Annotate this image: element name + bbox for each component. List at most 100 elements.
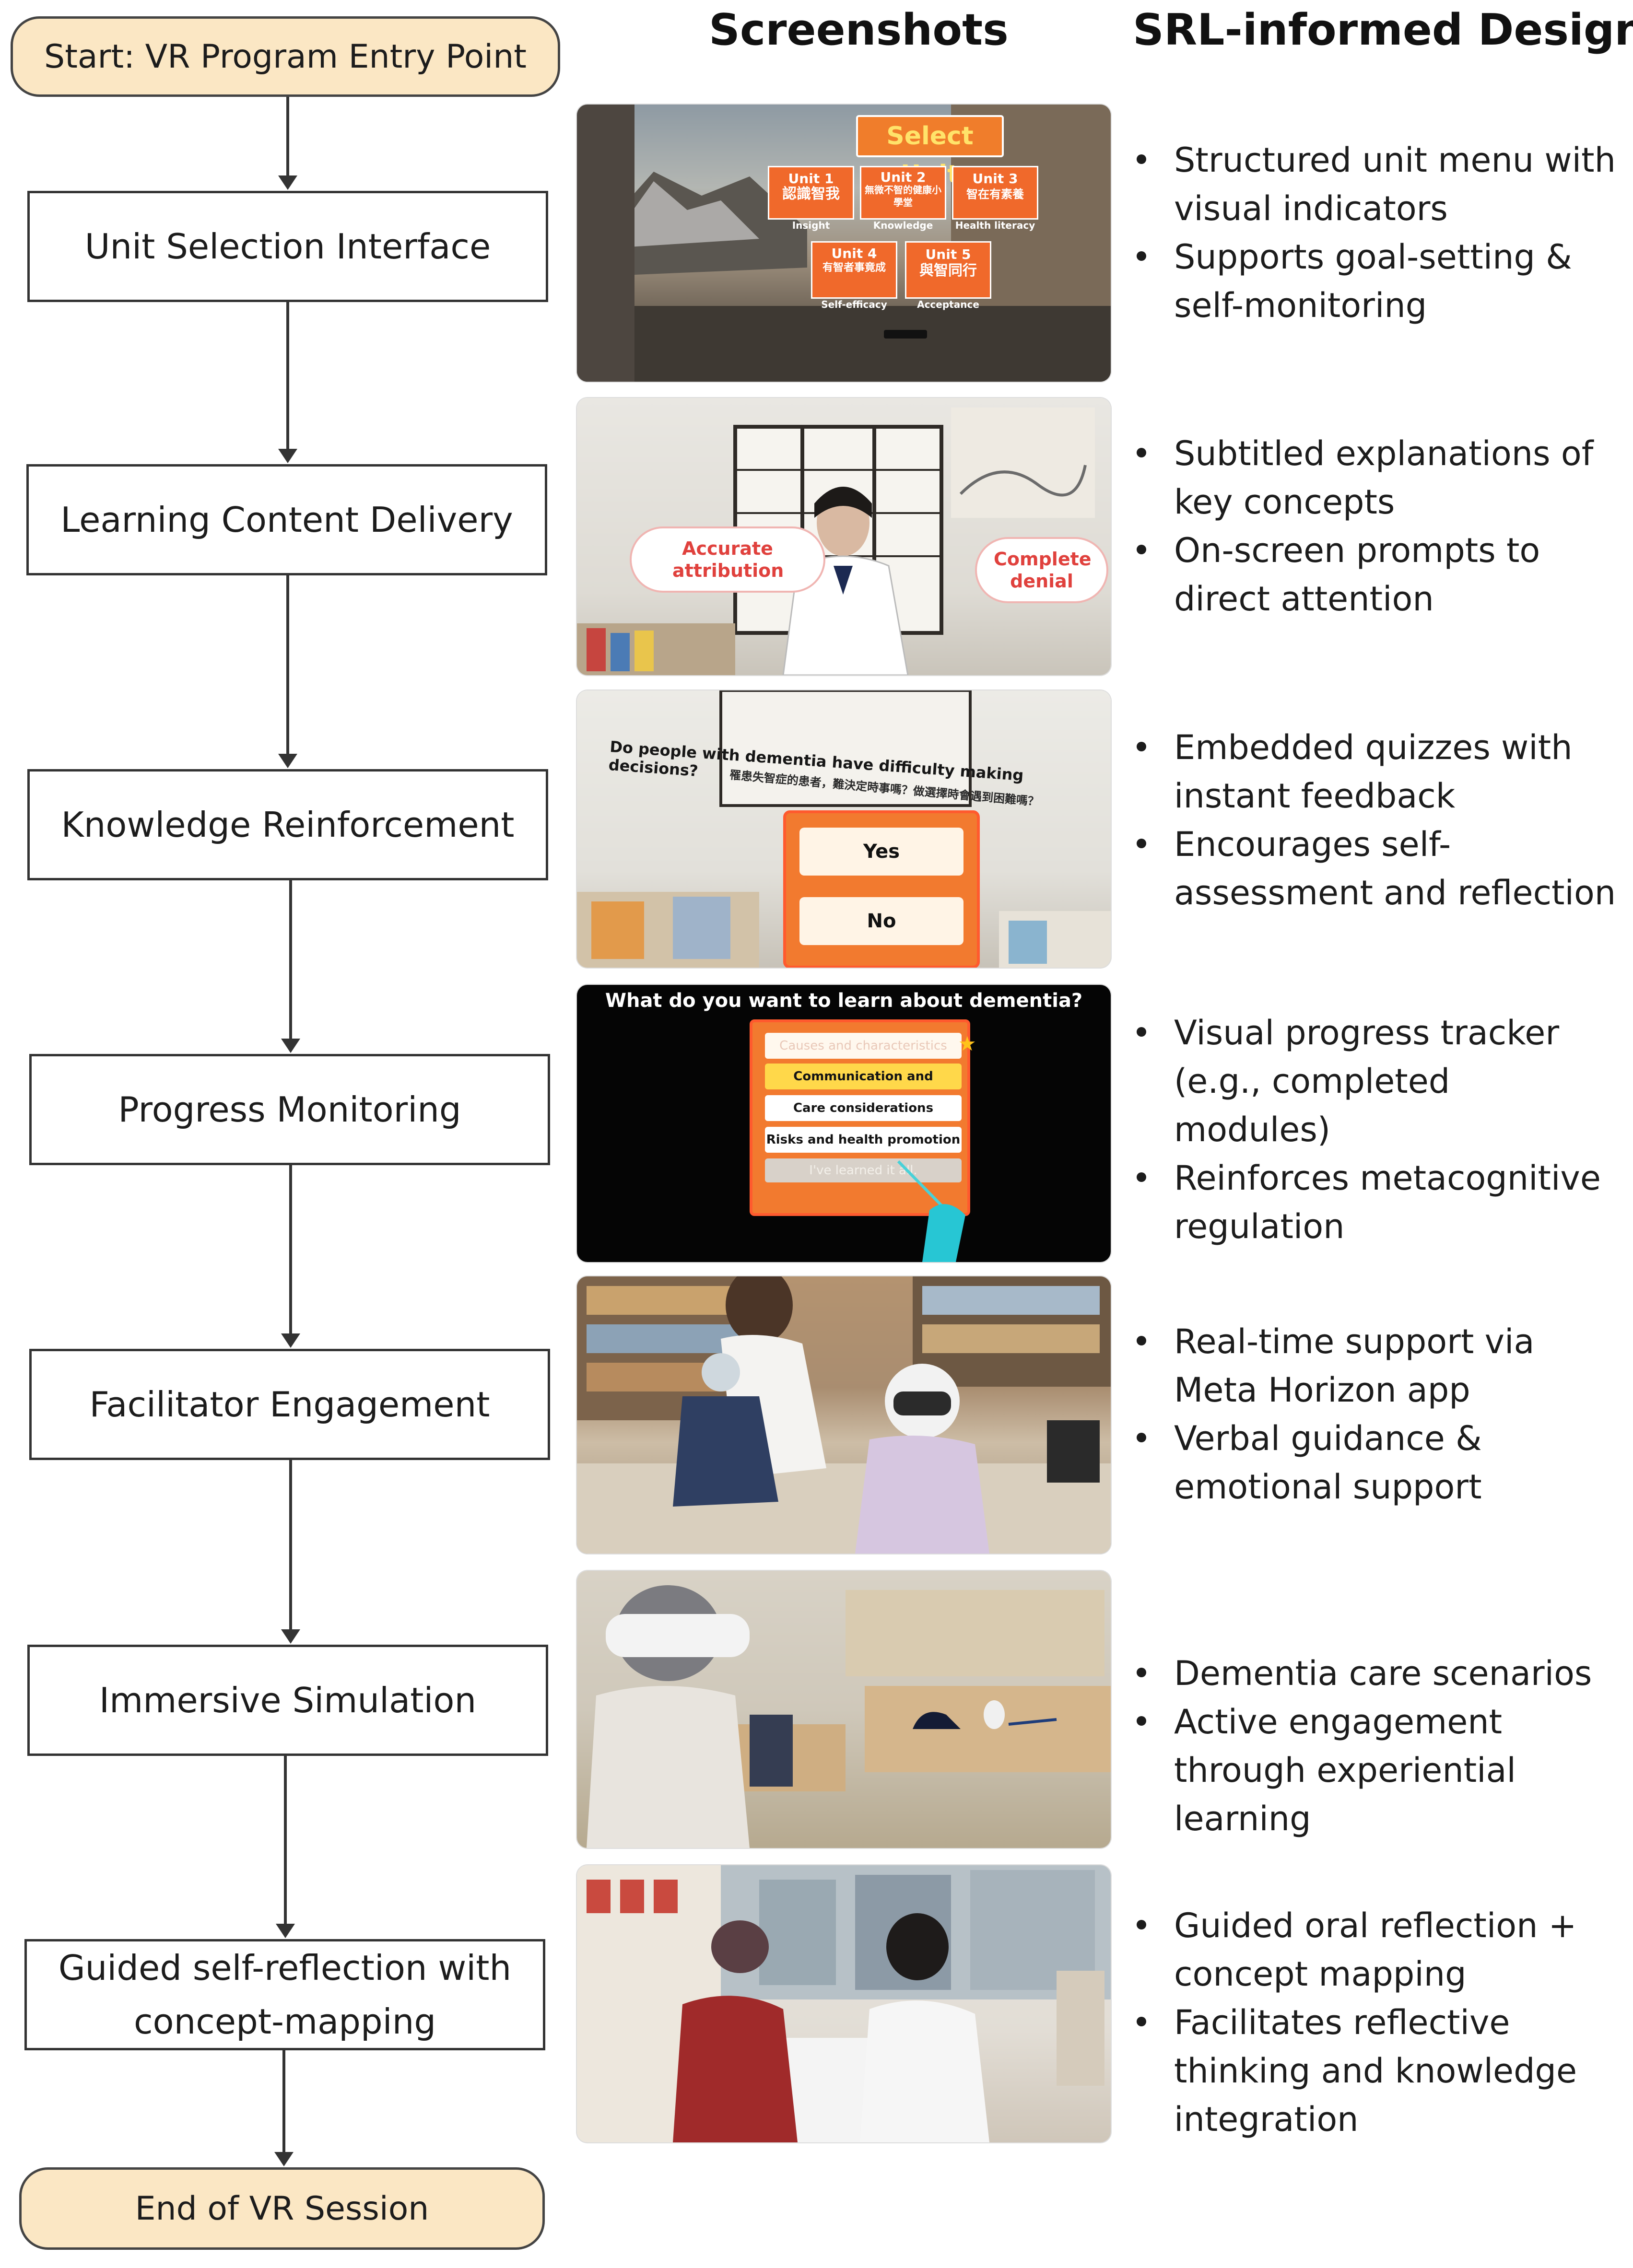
design-bullet: Reinforces metacognitive regulation [1137,1154,1616,1251]
design-bullet: Dementia care scenarios [1137,1649,1616,1698]
step-facilitator-engagement: Facilitator Engagement [29,1349,550,1460]
progress-question: What do you want to learn about dementia… [605,990,1083,1012]
unit-caption: Knowledge [873,220,933,231]
unit-zh: 認識智我 [782,186,840,202]
arrow-head-icon [281,1039,300,1053]
design-bullet: Structured unit menu with visual indicat… [1137,136,1616,233]
unit-tile: Unit 3 智在有素養 [952,166,1038,220]
progress-item[interactable]: Risks and health promotion [765,1127,962,1153]
unit-label: Unit 4 [831,246,877,261]
design-bullet: Subtitled explanations of key concepts [1137,430,1616,526]
step-immersive-simulation: Immersive Simulation [27,1645,548,1756]
controller-pointer [884,330,927,339]
step-label: Learning Content Delivery [60,500,513,540]
design-bullet: Embedded quizzes with instant feedback [1137,724,1616,820]
design-list-reflection: Guided oral reflection + concept mapping… [1137,1902,1616,2144]
step-label: Unit Selection Interface [84,226,491,267]
unit-zh: 與智同行 [919,262,977,279]
step-progress-monitoring: Progress Monitoring [29,1054,550,1165]
screenshot-facilitator-photo [577,1276,1111,1554]
unit-caption: Acceptance [917,299,979,310]
bubble-left-label: Accurate attribution [672,538,784,581]
design-bullet: Visual progress tracker (e.g., completed… [1137,1009,1616,1154]
simulation-scene [587,1585,1111,1848]
design-bullet: Facilitates reflective thinking and know… [1137,1999,1616,2144]
design-bullet: Encourages self-assessment and reflectio… [1137,820,1616,917]
design-header: SRL-informed Design [1133,5,1633,55]
start-node-label: Start: VR Program Entry Point [44,37,527,76]
step-label: Facilitator Engagement [89,1384,490,1425]
design-bullet: Active engagement through experiential l… [1137,1698,1616,1843]
quiz-room-scene [577,690,1111,968]
unit-zh: 智在有素養 [966,187,1024,201]
progress-item-done-all[interactable]: I've learned it all. [765,1158,962,1182]
unit-tile: Unit 5 與智同行 [905,241,991,299]
vr-controller-icon [897,1160,965,1262]
unit-tile: Unit 4 有智者事竟成 [811,241,897,299]
arrow-head-icon [278,449,297,463]
design-list-learning-content: Subtitled explanations of key concepts O… [1137,430,1616,623]
start-node: Start: VR Program Entry Point [11,16,560,97]
unit-caption: Insight [792,220,830,231]
step-label: Progress Monitoring [118,1089,461,1130]
step-label: Guided self-reflection with concept-mapp… [58,1948,512,2042]
unit-label: Unit 5 [925,246,971,262]
screenshot-learning-content: Accurate attribution Complete denial [577,398,1111,675]
select-unit-banner: Select Unit [856,115,1004,189]
step-knowledge-reinforcement: Knowledge Reinforcement [27,769,548,880]
design-bullet: Supports goal-setting & self-monitoring [1137,233,1616,330]
flow-arrow [286,97,289,176]
unit-caption: Self-efficacy [821,299,887,310]
progress-item[interactable]: Care considerations [765,1095,962,1121]
flow-arrow [286,575,289,755]
unit-tile: Unit 1 認識智我 [768,166,854,220]
flow-arrow [289,1460,292,1630]
unit-label: Unit 3 [972,171,1018,187]
unit-zh: 無微不智的健康小學堂 [865,184,941,208]
step-guided-reflection: Guided self-reflection with concept-mapp… [24,1939,545,2050]
screenshot-progress: What do you want to learn about dementia… [577,985,1111,1262]
screenshot-quiz: Do people with dementia have difficulty … [577,690,1111,968]
flow-arrow [289,1165,292,1334]
step-learning-content: Learning Content Delivery [26,464,547,575]
step-unit-selection: Unit Selection Interface [27,191,548,302]
design-list-progress: Visual progress tracker (e.g., completed… [1137,1009,1616,1251]
unit-caption: Health literacy [955,220,1035,231]
design-list-knowledge: Embedded quizzes with instant feedback E… [1137,724,1616,917]
design-list-facilitator: Real-time support via Meta Horizon app V… [1137,1318,1616,1511]
screenshots-header: Screenshots [709,5,1009,55]
bubble-right-label: Complete denial [994,549,1092,592]
star-icon: ★ [958,1032,976,1055]
arrow-head-icon [274,2152,294,2166]
quiz-option-yes[interactable]: Yes [799,828,963,876]
quiz-option-no[interactable]: No [799,897,963,945]
bubble-complete-denial: Complete denial [975,537,1108,603]
arrow-head-icon [278,175,297,190]
facilitator-scene [577,1276,1111,1554]
design-bullet: Real-time support via Meta Horizon app [1137,1318,1616,1415]
design-bullet: Guided oral reflection + concept mapping [1137,1902,1616,1999]
end-node-label: End of VR Session [135,2189,429,2228]
design-bullet: Verbal guidance & emotional support [1137,1415,1616,1511]
flow-arrow [282,2050,285,2153]
design-bullet: On-screen prompts to direct attention [1137,526,1616,623]
end-node: End of VR Session [19,2167,545,2250]
screenshot-unit-selection: Select Unit Unit 1 認識智我 Insight Unit 2 無… [577,105,1111,382]
unit-label: Unit 2 [880,169,926,185]
progress-item-completed[interactable]: Causes and characteristics [765,1033,962,1059]
reflection-scene [577,1865,1111,2142]
step-label: Knowledge Reinforcement [61,805,515,845]
flow-arrow [284,1756,287,1925]
screenshot-reflection-photo [577,1865,1111,2142]
step-label: Immersive Simulation [99,1680,477,1720]
unit-label: Unit 1 [788,171,834,187]
flow-arrow [286,302,289,450]
unit-zh: 有智者事竟成 [822,262,886,274]
unit-tile: Unit 2 無微不智的健康小學堂 [860,166,946,220]
arrow-head-icon [278,754,297,768]
arrow-head-icon [281,1629,300,1644]
quiz-panel: Yes No [783,810,980,968]
arrow-head-icon [281,1333,300,1348]
design-list-unit-selection: Structured unit menu with visual indicat… [1137,136,1616,330]
screenshot-simulation-photo [577,1571,1111,1848]
